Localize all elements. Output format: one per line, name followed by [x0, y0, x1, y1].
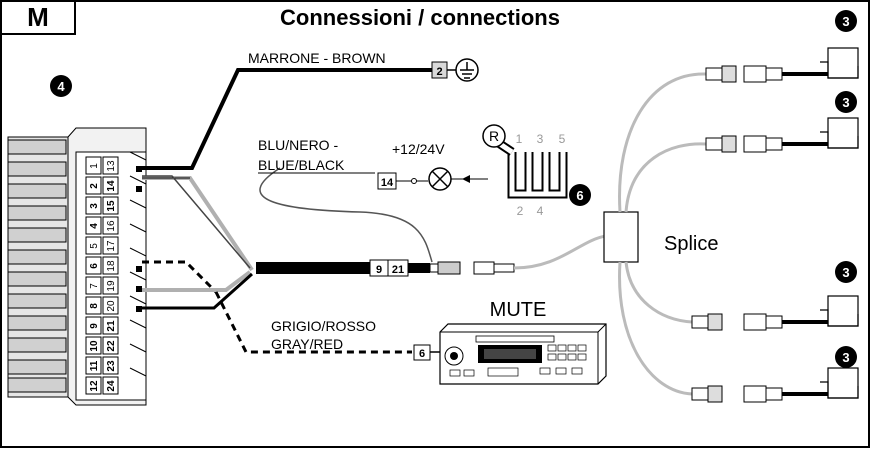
ground-icon: [455, 58, 479, 82]
connector-ribs: [7, 139, 67, 393]
reverse-signal-wire: [259, 167, 433, 263]
pin-4: 4: [89, 223, 100, 229]
sensor-assembly-1: [705, 47, 859, 83]
callout-sensor-3: 3: [835, 261, 857, 283]
splice-box: [603, 211, 639, 263]
mute-pin-number: 6: [419, 348, 425, 360]
mute-wire-label-line2: GRAY/RED: [271, 336, 343, 352]
section-badge: M: [0, 0, 76, 35]
gear-shifter-icon: R 1 3 5 2 4: [482, 124, 568, 218]
pin-14: 14: [106, 180, 117, 192]
pin-9: 9: [89, 323, 100, 329]
pin-7: 7: [89, 283, 100, 289]
reverse-lamp-icon: [428, 167, 452, 191]
callout-gear-shifter-number: 6: [576, 188, 583, 203]
gear-4: 4: [537, 204, 544, 218]
callout-sensor-1: 3: [835, 10, 857, 32]
callout-connector-block-number: 4: [57, 79, 65, 94]
callout-sensor-3-number: 3: [842, 265, 849, 280]
pin-6: 6: [89, 263, 100, 269]
main-harness: [256, 262, 370, 274]
harness-pin-b-box: 21: [387, 259, 409, 277]
pin-2: 2: [89, 183, 100, 189]
gear-3: 3: [537, 132, 544, 146]
pin-column-left: 1 2 3 4 5 6 7 8 9 10 11 12: [85, 156, 102, 395]
callout-gear-shifter: 6: [569, 184, 591, 206]
mute-label: MUTE: [490, 299, 547, 321]
pin-13: 13: [106, 160, 117, 172]
pin-20: 20: [106, 300, 117, 312]
harness-plug: [429, 261, 515, 275]
callout-connector-block: 4: [50, 75, 72, 97]
splice-input-cable: [513, 234, 607, 270]
page-title: Connessioni / connections: [280, 5, 560, 30]
reverse-wire-connector: [142, 175, 251, 269]
pin-10: 10: [89, 340, 100, 352]
callout-sensor-2-number: 3: [842, 95, 849, 110]
pin-23: 23: [106, 360, 117, 372]
pin-column-right: 13 14 15 16 17 18 19 20 21 22 23 24: [102, 156, 119, 395]
gear-5: 5: [559, 132, 566, 146]
gear-reverse: R: [489, 128, 499, 144]
arrow-icon: [462, 175, 470, 183]
ground-pin-number: 2: [436, 66, 442, 78]
callout-sensor-4-number: 3: [842, 350, 849, 365]
section-badge-text: M: [27, 2, 49, 32]
harness-pin-b: 21: [392, 264, 404, 276]
pin-12: 12: [89, 380, 100, 392]
pin-11: 11: [89, 360, 100, 371]
gray-wire-upper: [142, 176, 254, 272]
pin-22: 22: [106, 340, 117, 352]
pin-24: 24: [106, 380, 117, 392]
callout-sensor-4: 3: [835, 346, 857, 368]
pin-8: 8: [89, 303, 100, 309]
dashed-wire-upper: [142, 260, 218, 294]
harness-pin-a: 9: [376, 264, 382, 276]
reverse-label-line1: BLU/NERO -: [258, 137, 338, 153]
black-wire-lower: [142, 272, 254, 310]
pin-16: 16: [106, 220, 117, 232]
pin-17: 17: [106, 240, 117, 252]
callout-sensor-1-number: 3: [842, 14, 849, 29]
mute-wire-label-line1: GRIGIO/ROSSO: [271, 318, 376, 334]
splice-branches: [618, 72, 707, 396]
harness-pin-a-box: 9: [369, 259, 389, 277]
reverse-label-line2: BLUE/BLACK: [258, 157, 345, 173]
callout-sensor-2: 3: [835, 91, 857, 113]
pin-19: 19: [106, 280, 117, 292]
gear-1: 1: [516, 132, 523, 146]
pin-18: 18: [106, 260, 117, 272]
splice-label: Splice: [664, 233, 718, 255]
pin-1: 1: [89, 163, 100, 169]
car-radio-icon: MUTE: [439, 299, 607, 385]
sensor-assembly-2: [705, 117, 859, 153]
gear-2: 2: [517, 204, 524, 218]
ground-wire: [142, 68, 432, 170]
sensor-assembly-3: [691, 295, 859, 331]
sensor-assembly-4: [691, 367, 859, 403]
pin-5: 5: [89, 243, 100, 249]
pin-21: 21: [106, 320, 117, 332]
gray-wire-lower: [142, 270, 252, 292]
reverse-voltage: +12/24V: [392, 141, 445, 157]
reverse-pin-number: 14: [381, 177, 394, 189]
connector-block: 1 2 3 4 5 6 7 8 9 10 11 12 13: [7, 127, 147, 406]
ground-wire-label: MARRONE - BROWN: [248, 50, 386, 66]
pin-15: 15: [106, 200, 117, 212]
pin-3: 3: [89, 203, 100, 209]
